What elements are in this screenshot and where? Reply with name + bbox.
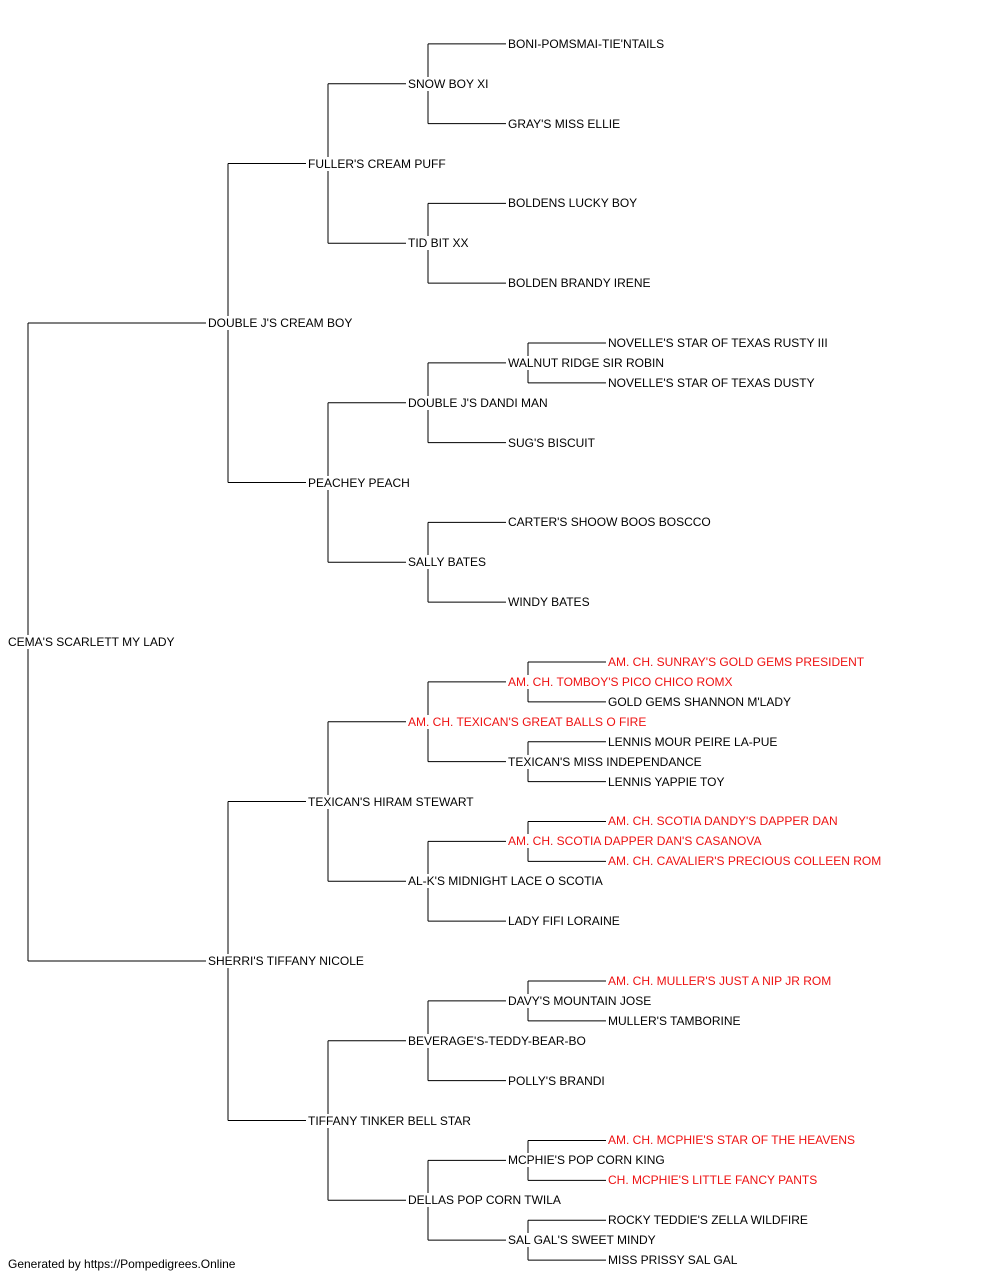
ancestor-name: LADY FIFI LORAINE xyxy=(508,914,621,929)
ancestor-name: SNOW BOY XI xyxy=(408,76,490,91)
ancestor-name: BOLDENS LUCKY BOY xyxy=(508,196,639,211)
ancestor-name: AM. CH. SCOTIA DAPPER DAN'S CASANOVA xyxy=(508,834,763,849)
ancestor-name: DELLAS POP CORN TWILA xyxy=(408,1193,562,1208)
ancestor-name: ROCKY TEDDIE'S ZELLA WILDFIRE xyxy=(608,1213,809,1228)
ancestor-name: LENNIS YAPPIE TOY xyxy=(608,774,726,789)
ancestor-name: SUG'S BISCUIT xyxy=(508,435,596,450)
ancestor-name: SHERRI'S TIFFANY NICOLE xyxy=(208,954,365,968)
ancestor-name: TIFFANY TINKER BELL STAR xyxy=(308,1113,472,1128)
ancestor-name: BOLDEN BRANDY IRENE xyxy=(508,276,652,291)
ancestor-name: DOUBLE J'S CREAM BOY xyxy=(208,316,354,330)
ancestor-name: AM. CH. SCOTIA DANDY'S DAPPER DAN xyxy=(608,814,839,829)
ancestor-name: DAVY'S MOUNTAIN JOSE xyxy=(508,993,653,1008)
ancestor-name: POLLY'S BRANDI xyxy=(508,1073,606,1088)
ancestor-name: MISS PRISSY SAL GAL xyxy=(608,1253,739,1268)
ancestor-name: CARTER'S SHOOW BOOS BOSCCO xyxy=(508,515,712,530)
ancestor-name: MCPHIE'S POP CORN KING xyxy=(508,1153,666,1168)
ancestor-name: GOLD GEMS SHANNON M'LADY xyxy=(608,694,792,709)
ancestor-name: BEVERAGE'S-TEDDY-BEAR-BO xyxy=(408,1033,587,1048)
ancestor-name: MULLER'S TAMBORINE xyxy=(608,1013,742,1028)
ancestor-name: SALLY BATES xyxy=(408,555,488,570)
ancestor-name: NOVELLE'S STAR OF TEXAS DUSTY xyxy=(608,375,816,390)
ancestor-name: GRAY'S MISS ELLIE xyxy=(508,116,622,131)
ancestor-name: AM. CH. TOMBOY'S PICO CHICO ROMX xyxy=(508,674,734,689)
ancestor-name: TID BIT XX xyxy=(408,236,470,251)
ancestor-name: AL-K'S MIDNIGHT LACE O SCOTIA xyxy=(408,874,604,889)
ancestor-name: FULLER'S CREAM PUFF xyxy=(308,156,447,171)
ancestor-name: SAL GAL'S SWEET MINDY xyxy=(508,1233,657,1248)
ancestor-name: CH. MCPHIE'S LITTLE FANCY PANTS xyxy=(608,1173,819,1188)
ancestor-name: WINDY BATES xyxy=(508,595,591,610)
ancestor-name: DOUBLE J'S DANDI MAN xyxy=(408,395,549,410)
ancestor-name: TEXICAN'S MISS INDEPENDANCE xyxy=(508,754,703,769)
ancestor-name: BONI-POMSMAI-TIE'NTAILS xyxy=(508,36,666,51)
ancestor-name: AM. CH. CAVALIER'S PRECIOUS COLLEEN ROM xyxy=(608,854,883,869)
ancestor-name: TEXICAN'S HIRAM STEWART xyxy=(308,794,475,809)
ancestor-name: AM. CH. SUNRAY'S GOLD GEMS PRESIDENT xyxy=(608,654,866,669)
ancestor-name: NOVELLE'S STAR OF TEXAS RUSTY III xyxy=(608,335,829,350)
ancestor-name: AM. CH. MCPHIE'S STAR OF THE HEAVENS xyxy=(608,1133,856,1148)
ancestor-name: LENNIS MOUR PEIRE LA-PUE xyxy=(608,734,779,749)
ancestor-name: AM. CH. TEXICAN'S GREAT BALLS O FIRE xyxy=(408,714,648,729)
subject-dog-name: CEMA'S SCARLETT MY LADY xyxy=(8,635,176,649)
ancestor-name: WALNUT RIDGE SIR ROBIN xyxy=(508,355,666,370)
ancestor-name: AM. CH. MULLER'S JUST A NIP JR ROM xyxy=(608,973,833,988)
footer-credit: Generated by https://Pompedigrees.Online xyxy=(8,1257,236,1271)
ancestor-name: PEACHEY PEACH xyxy=(308,475,411,490)
